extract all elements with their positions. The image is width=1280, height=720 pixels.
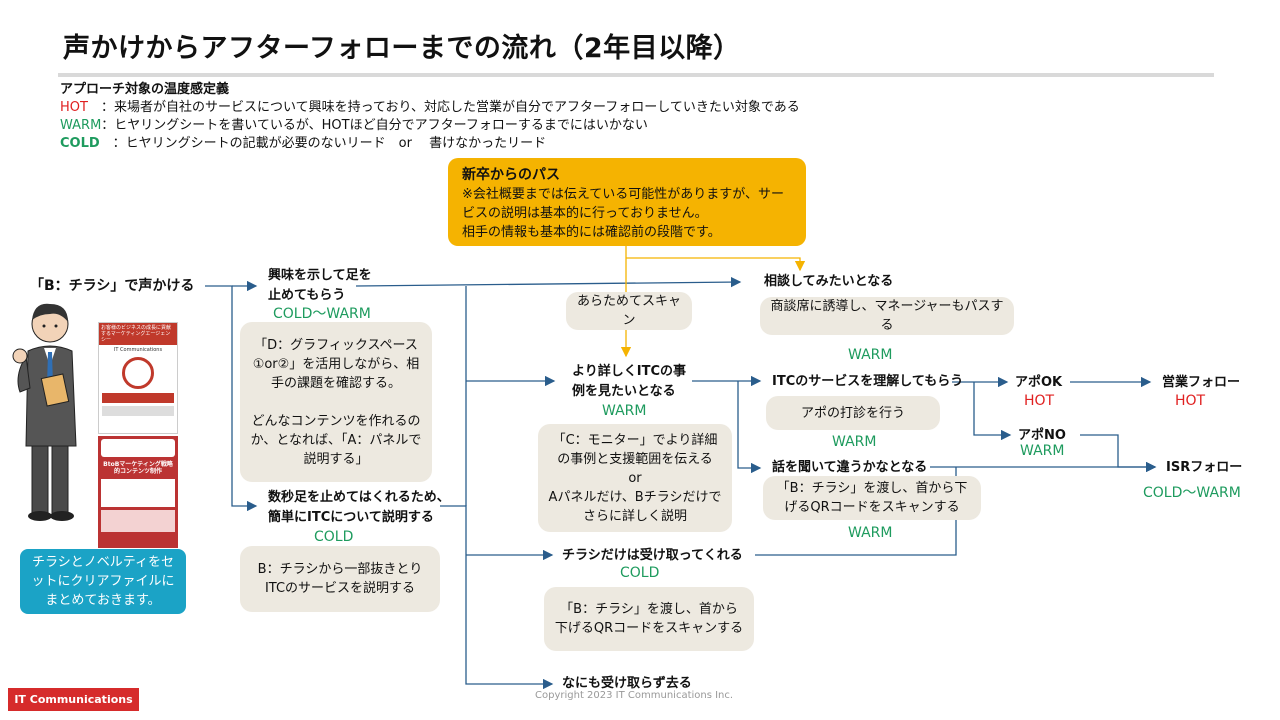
flyer-page-2: BtoBマーケティング戦略的コンテンツ制作 [98,436,178,548]
stop-brief-temp: COLD [314,529,354,545]
rescan-box: あらためてスキャン [566,292,692,330]
different-temp: WARM [848,525,893,541]
start-label: 「B：チラシ」で声かける [30,278,195,294]
clear-file-note: チラシとノベルティをセットにクリアファイルにまとめておきます。 [20,549,186,614]
cold-text: ：ヒヤリングシートの記載が必要のないリード or 書けなかったリード [99,136,547,151]
newgrad-title: 新卒からのパス [462,167,560,183]
stop-interest-label: 興味を示して足を 止めてもらう [268,268,372,303]
consult-box: 商談席に誘導し、マネージャーもパスする [760,297,1014,335]
flyer-page-2-title: BtoBマーケティング戦略的コンテンツ制作 [103,461,173,475]
excerpt-box: B：チラシから一部抜きとり ITCのサービスを説明する [240,546,440,612]
hot-text: ：来場者が自社のサービスについて興味を持っており、対応した営業が自分でアフターフ… [87,100,800,115]
consult-label: 相談してみたいとなる [764,274,894,289]
flyer-only-box: 「B：チラシ」を渡し、首から下げるQRコードをスキャンする [544,587,754,651]
definition-warm: WARM：ヒヤリングシートを書いているが、HOTほど自分でアフターフォローするま… [60,117,800,135]
apo-ok-label: アポOK [1015,375,1063,390]
cold-key: COLD [60,136,100,151]
page-title: 声かけからアフターフォローまでの流れ（2年目以降） [63,33,741,64]
consult-temp: WARM [848,347,893,363]
appointment-box: アポの打診を行う [766,396,940,430]
detail-temp: WARM [602,403,647,419]
title-divider [58,73,1214,77]
newgrad-body: ※会社概要までは伝えている可能性がありますが、サービスの説明は基本的に行っており… [462,187,784,240]
apo-ok-temp: HOT [1024,393,1055,409]
businessman-icon [12,303,77,521]
detail-label: より詳しくITCの事 例を見たいとなる [572,364,686,399]
nothing-label: なにも受け取らず去る [562,676,692,691]
copyright: Copyright 2023 IT Communications Inc. [535,690,734,701]
flyer-only-label: チラシだけは受け取ってくれる [562,548,743,563]
apo-no-temp: WARM [1020,443,1065,459]
stop-interest-temp: COLD～WARM [273,306,371,322]
warm-text: ：ヒヤリングシートを書いているが、HOTほど自分でアフターフォローするまでにはい… [101,118,648,133]
flyer-page-1-brand: IT Communications [113,347,163,353]
sales-follow-temp: HOT [1175,393,1206,409]
understand-label: ITCのサービスを理解してもらう [772,374,964,389]
isr-follow-temp: COLD～WARM [1143,485,1241,501]
flyer-page-1: お客様のビジネスの成長に貢献するマーケティングエージェンシー IT Commun… [98,322,178,434]
hot-key: HOT [60,100,88,115]
flyer-only-temp: COLD [620,565,660,581]
definitions-heading: アプローチ対象の温度感定義 [60,82,230,97]
understand-temp: WARM [832,434,877,450]
company-logo: IT Communications [8,688,139,711]
different-label: 話を聞いて違うかなとなる [772,460,928,475]
sales-follow-label: 営業フォロー [1162,375,1241,390]
monitor-box: 「C：モニター」でより詳細の事例と支援範囲を伝える or Aパネルだけ、Bチラシ… [538,424,732,532]
warm-key: WARM [60,118,102,133]
temperature-definitions: アプローチ対象の温度感定義 HOT ：来場者が自社のサービスについて興味を持って… [60,81,800,153]
different-box: 「B：チラシ」を渡し、首から下げるQRコードをスキャンする [763,476,981,520]
isr-follow-label: ISRフォロー [1166,460,1243,475]
apo-no-label: アポNO [1018,428,1066,443]
definition-cold: COLD ：ヒヤリングシートの記載が必要のないリード or 書けなかったリード [60,135,800,153]
stop-brief-label: 数秒足を止めてはくれるため、 簡単にITCについて説明する [268,490,450,525]
graphics-space-box: 「D：グラフィックスペース①or②」を活用しながら、相手の課題を確認する。 どん… [240,322,432,482]
definition-hot: HOT ：来場者が自社のサービスについて興味を持っており、対応した営業が自分でア… [60,99,800,117]
flyer-page-1-title: お客様のビジネスの成長に貢献するマーケティングエージェンシー [99,323,177,345]
newgrad-pass-box: 新卒からのパス ※会社概要までは伝えている可能性がありますが、サービスの説明は基… [448,158,806,246]
